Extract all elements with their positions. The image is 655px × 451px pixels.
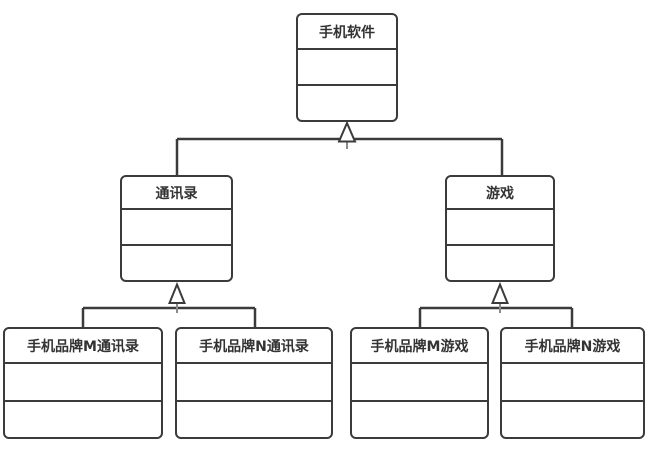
class-methods-games [447,244,553,280]
generalization-arrow-games [491,281,509,304]
class-attributes-brand-m-contacts [5,362,161,400]
class-methods-brand-n-contacts [177,399,331,438]
class-title-brand-n-contacts: 手机品牌N通讯录 [199,338,309,355]
class-methods-root [298,84,396,120]
class-box-brand-m-contacts: 手机品牌M通讯录 [3,327,163,439]
class-attributes-brand-n-games [502,362,643,400]
class-title-games: 游戏 [486,185,514,202]
class-methods-brand-n-games [502,399,643,438]
generalization-arrow-root [337,120,357,143]
class-methods-contacts [122,244,231,280]
class-attributes-brand-m-games [352,362,487,400]
class-attributes-brand-n-contacts [177,362,331,400]
class-attributes-root [298,48,396,84]
class-box-brand-n-games: 手机品牌N游戏 [500,327,645,439]
class-title-root: 手机软件 [319,24,375,41]
class-attributes-games [447,208,553,244]
class-box-brand-n-contacts: 手机品牌N通讯录 [175,327,333,439]
class-title-brand-m-contacts: 手机品牌M通讯录 [27,338,139,355]
generalization-arrow-contacts [168,281,186,304]
class-title-contacts: 通讯录 [155,185,198,202]
class-methods-brand-m-contacts [5,399,161,438]
class-box-games: 游戏 [445,175,555,282]
class-box-brand-m-games: 手机品牌M游戏 [350,327,489,439]
class-box-contacts: 通讯录 [120,175,233,282]
class-title-brand-n-games: 手机品牌N游戏 [524,338,621,355]
class-methods-brand-m-games [352,399,487,438]
class-attributes-contacts [122,208,231,244]
class-box-root: 手机软件 [296,13,398,122]
class-title-brand-m-games: 手机品牌M游戏 [370,338,469,355]
